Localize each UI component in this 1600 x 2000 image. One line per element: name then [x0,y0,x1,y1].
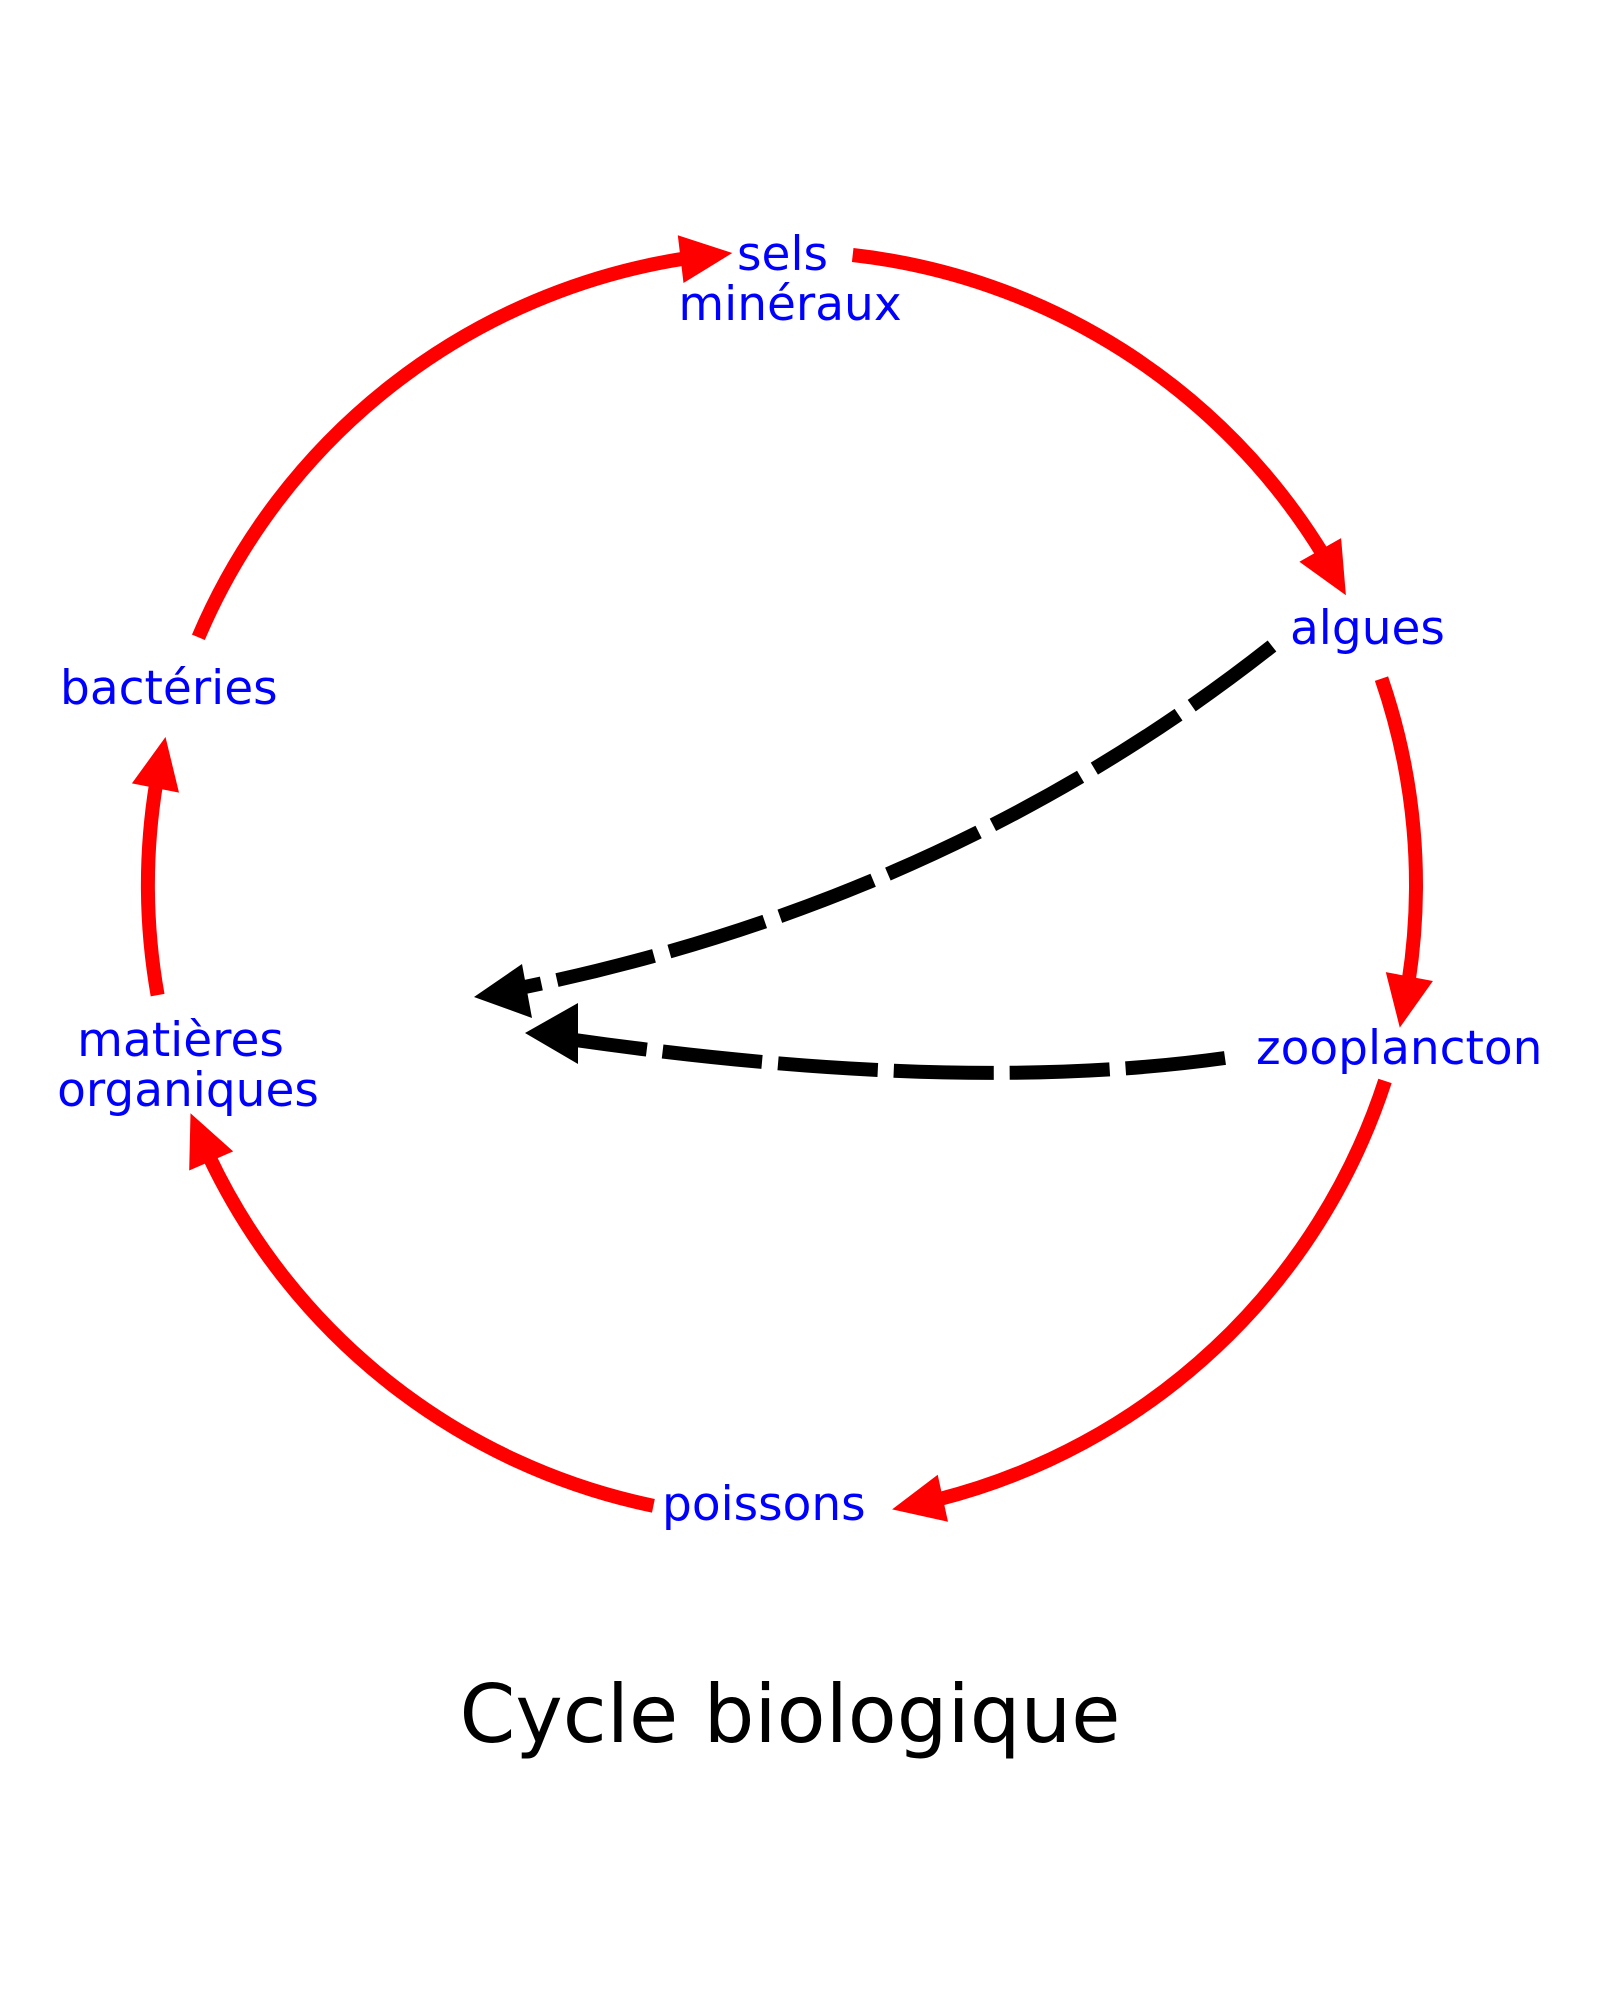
arrowhead-bacteries-to-sels-mineraux [677,235,733,283]
cycle-arrows [131,235,1433,1522]
node-zooplancton: zooplancton [1256,1021,1542,1076]
node-matieres-organiques-line1: matières [77,1013,284,1068]
node-algues: algues [1290,601,1445,656]
dashed-arrows [474,640,1277,1080]
arrow-sels-mineraux-to-algues [851,248,1330,559]
node-sels-mineraux: sels minéraux [678,227,901,332]
arrow-algues-to-matieres-organiques [518,640,1277,995]
arrowhead-zooplancton-to-matieres-organiques [525,1003,578,1064]
node-poissons: poissons [662,1477,866,1532]
node-bacteries: bactéries [60,661,278,716]
arrow-zooplancton-to-poissons [935,1078,1392,1507]
arrowhead-algues-to-zooplancton [1385,972,1433,1028]
arrowhead-zooplancton-to-poissons [892,1474,948,1522]
node-sels-mineraux-line1: sels [737,227,828,282]
arrow-algues-to-zooplancton [1374,676,1423,984]
arrowhead-algues-to-matieres-organiques [474,964,532,1018]
arrow-poissons-to-matieres-organiques [202,1152,655,1513]
node-matieres-organiques: matières organiques [57,1013,319,1118]
arrow-zooplancton-to-matieres-organiques [574,1033,1226,1080]
diagram-title: Cycle biologique [460,1668,1121,1761]
node-labels: sels minéraux algues zooplancton poisson… [57,227,1542,1532]
node-matieres-organiques-line2: organiques [57,1063,319,1118]
arrowhead-poissons-to-matieres-organiques [189,1113,234,1171]
arrow-bacteries-to-sels-mineraux [191,251,688,641]
arrow-matieres-organiques-to-bacteries [140,781,165,997]
node-sels-mineraux-line2: minéraux [678,277,901,332]
arrowhead-matieres-organiques-to-bacteries [131,737,179,793]
arrowhead-sels-mineraux-to-algues [1299,538,1346,596]
